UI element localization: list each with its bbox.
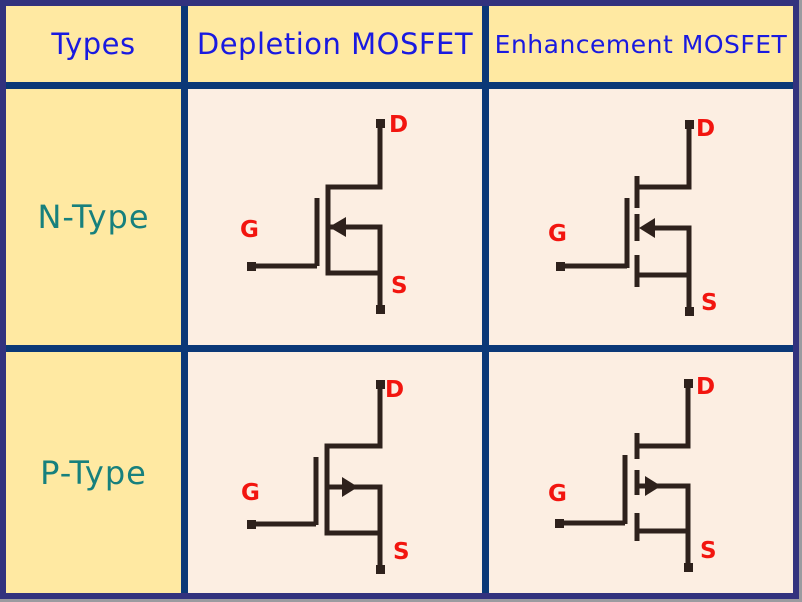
source-dot — [376, 565, 385, 574]
gate-dot — [247, 262, 256, 271]
cell-p-type-enhancement: D G S — [489, 352, 793, 593]
types-header-label: Types — [51, 27, 136, 61]
source-dot — [684, 563, 693, 572]
enhancement-header-label: Enhancement MOSFET — [494, 29, 788, 59]
source-dot — [376, 305, 385, 314]
gate-terminal-label: G — [548, 481, 567, 507]
gate-dot — [556, 262, 565, 271]
p-type-label: P-Type — [40, 453, 147, 492]
drain-dot — [376, 119, 385, 128]
drain-wire — [637, 125, 692, 190]
depletion-header-label: Depletion MOSFET — [196, 27, 474, 61]
header-cell-enhancement: Enhancement MOSFET — [489, 6, 793, 82]
drain-channel-wire — [324, 386, 383, 536]
body-source-wire — [328, 224, 383, 310]
source-terminal-label: S — [701, 290, 718, 316]
p-enhancement-mosfet-symbol — [555, 379, 693, 572]
source-dot — [685, 307, 694, 316]
gate-dot — [555, 519, 564, 528]
source-terminal-label: S — [391, 273, 408, 299]
gate-terminal-label: G — [241, 480, 260, 506]
p-channel-arrow — [342, 477, 358, 497]
n-channel-arrow — [639, 218, 655, 238]
cell-n-type-enhancement: D G S — [489, 89, 793, 345]
source-terminal-label: S — [393, 539, 410, 565]
drain-channel-wire — [325, 125, 383, 276]
drain-terminal-label: D — [696, 116, 716, 142]
drain-terminal-label: D — [385, 377, 405, 403]
source-terminal-label: S — [700, 538, 717, 564]
cell-p-type-depletion: D G S — [188, 352, 482, 593]
header-cell-types: Types — [6, 6, 181, 82]
drain-dot — [685, 120, 694, 129]
n-depletion-mosfet-symbol — [247, 119, 385, 314]
drain-dot — [684, 379, 693, 388]
n-channel-arrow — [329, 217, 346, 237]
row-label-cell-n-type: N-Type — [6, 89, 181, 345]
drain-terminal-label: D — [389, 112, 409, 138]
header-cell-depletion: Depletion MOSFET — [188, 6, 482, 82]
drain-dot — [376, 380, 385, 389]
cell-n-type-depletion: D G S — [188, 89, 482, 345]
gate-terminal-label: G — [548, 221, 567, 247]
body-source-wire — [639, 483, 691, 567]
n-enhancement-mosfet-symbol — [556, 120, 694, 316]
drain-terminal-label: D — [696, 374, 716, 400]
body-source-wire — [329, 484, 383, 569]
body-source-wire — [654, 225, 692, 311]
row-label-cell-p-type: P-Type — [6, 352, 181, 593]
drain-wire — [637, 384, 691, 449]
gate-terminal-label: G — [240, 217, 259, 243]
p-depletion-mosfet-symbol — [247, 380, 385, 574]
n-type-label: N-Type — [37, 198, 150, 236]
gate-dot — [247, 520, 256, 529]
